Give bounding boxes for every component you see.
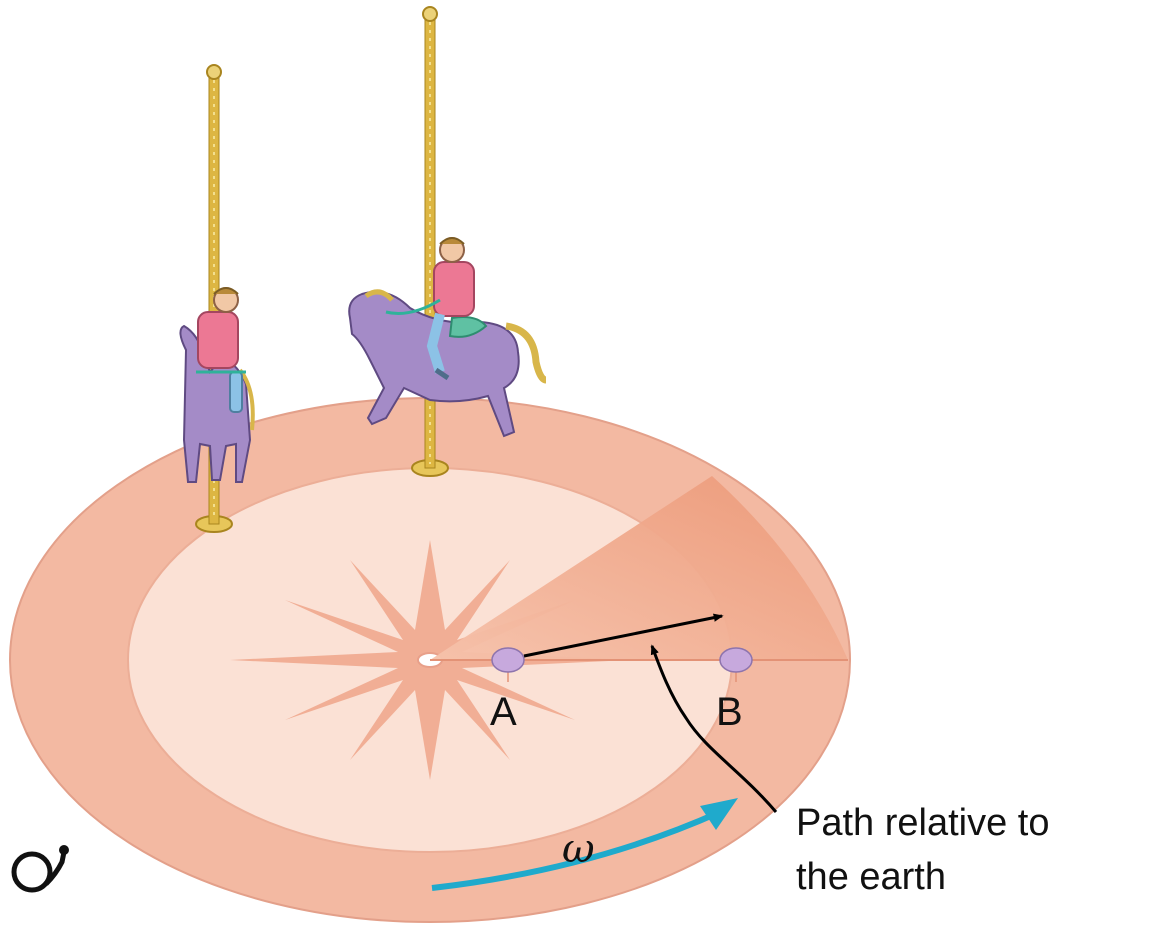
disc-a: [492, 648, 524, 672]
caption-path-relative: Path relative to the earth: [796, 796, 1049, 904]
caption-line1: Path relative to: [796, 796, 1049, 850]
label-point-b: B: [716, 690, 743, 735]
label-point-a: A: [490, 690, 517, 735]
horse-rider-icon: [180, 288, 252, 482]
disc-b: [720, 648, 752, 672]
loop-glyph-icon: [14, 845, 69, 890]
caption-line2: the earth: [796, 850, 1049, 904]
label-omega: ω: [562, 826, 595, 872]
